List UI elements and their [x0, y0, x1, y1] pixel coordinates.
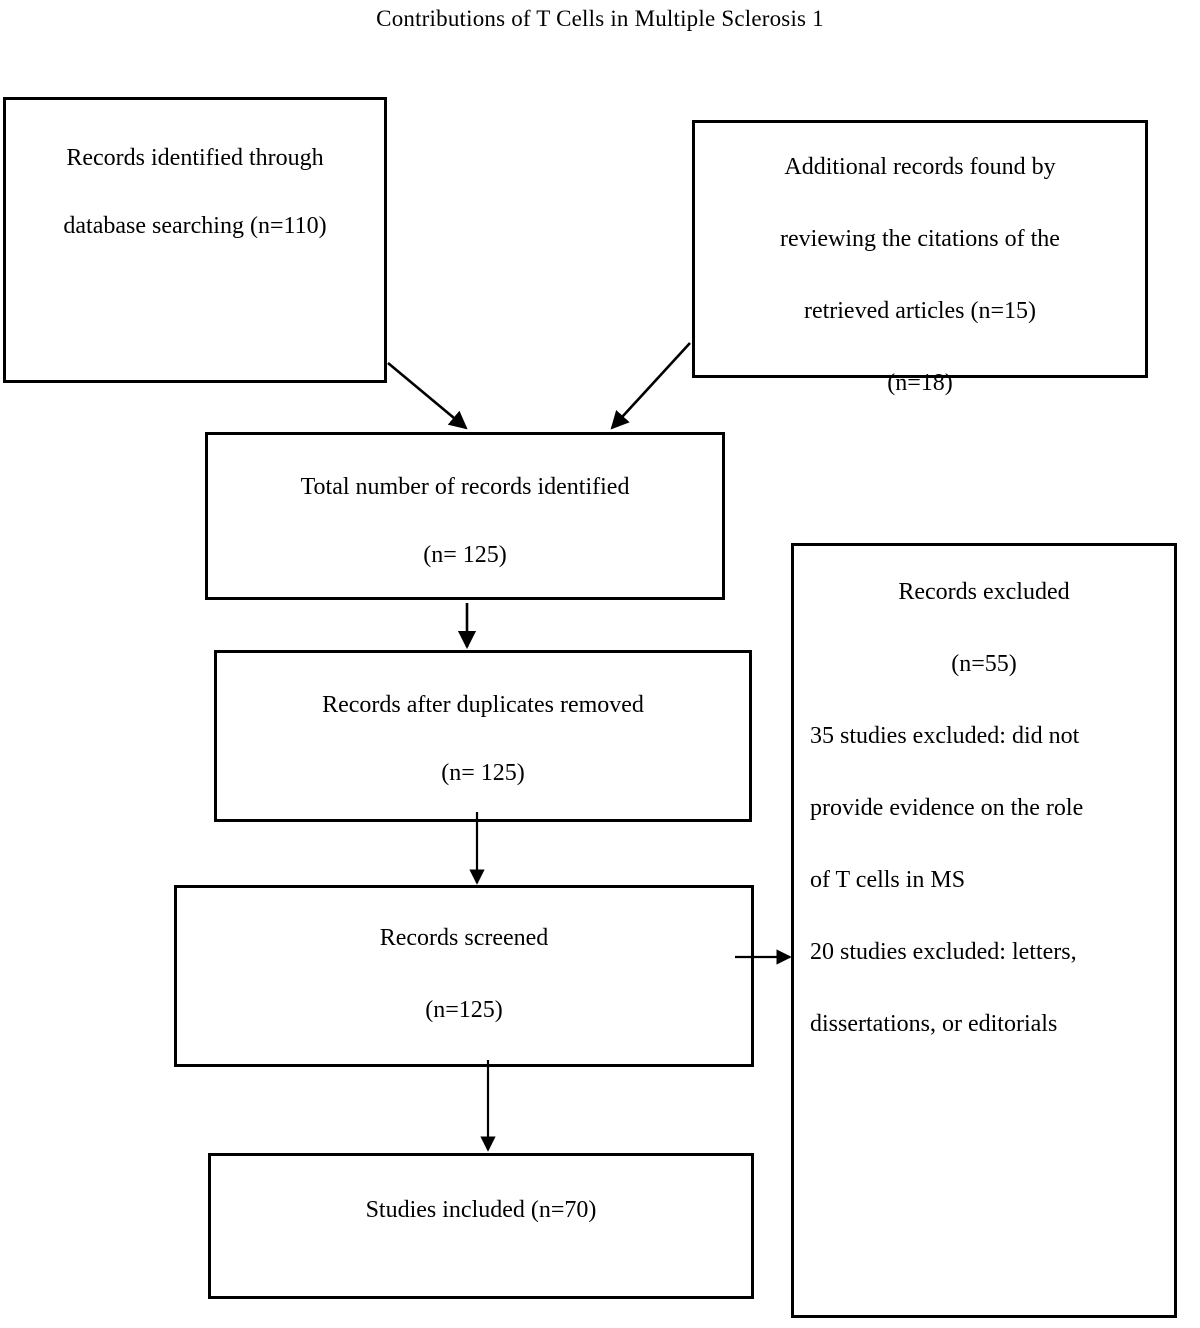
- box-studies-included-text: Studies included (n=70): [211, 1176, 751, 1244]
- text-line: retrieved articles (n=15): [803, 298, 1037, 324]
- box-records-after-duplicates-removed-text: Records after duplicates removed (n= 125…: [217, 671, 749, 807]
- text-line: (n=55): [951, 651, 1017, 677]
- box-records-excluded: Records excluded (n=55) 35 studies exclu…: [791, 543, 1177, 1318]
- box-records-after-duplicates-removed: Records after duplicates removed (n= 125…: [214, 650, 752, 822]
- running-head: Contributions of T Cells in Multiple Scl…: [376, 6, 824, 31]
- arrow-additional-to-total: [610, 342, 691, 430]
- box-additional-records: Additional records found by reviewing th…: [692, 120, 1148, 396]
- box-total-records-identified: Total number of records identified (n= 1…: [205, 432, 725, 600]
- box-records-screened: Records screened (n=125): [174, 885, 754, 1067]
- box-studies-included: Studies included (n=70): [208, 1153, 754, 1299]
- arrow-database-to-total: [387, 362, 468, 430]
- text-line: provide evidence on the role: [810, 795, 1084, 821]
- text-line: Records after duplicates removed: [322, 692, 644, 718]
- text-line: Records identified through: [66, 145, 324, 171]
- box-records-excluded-text: Records excluded (n=55) 35 studies exclu…: [794, 556, 1174, 1060]
- text-line: 20 studies excluded: letters,: [810, 939, 1077, 965]
- text-line: (n=18): [887, 370, 953, 396]
- box-records-identified-database: Records identified through database sear…: [3, 97, 387, 383]
- text-line: Additional records found by: [784, 154, 1056, 180]
- text-line: reviewing the citations of the: [780, 226, 1060, 252]
- text-line: database searching (n=110): [63, 213, 327, 239]
- box-records-screened-text: Records screened (n=125): [177, 902, 751, 1046]
- text-line: 35 studies excluded: did not: [810, 723, 1080, 749]
- text-line: Records screened: [379, 925, 549, 951]
- text-line: Total number of records identified: [300, 474, 630, 500]
- box-total-records-identified-text: Total number of records identified (n= 1…: [208, 453, 722, 589]
- text-line: Records excluded: [898, 579, 1070, 605]
- text-line: (n=125): [425, 997, 503, 1023]
- box-additional-records-text: Additional records found by reviewing th…: [695, 131, 1145, 419]
- box-records-identified-database-text: Records identified through database sear…: [6, 124, 384, 260]
- text-line: Studies included (n=70): [365, 1197, 597, 1223]
- text-line: (n= 125): [441, 760, 525, 786]
- text-line: (n= 125): [423, 542, 507, 568]
- text-line: of T cells in MS: [810, 867, 966, 893]
- text-line: dissertations, or editorials: [810, 1011, 1058, 1037]
